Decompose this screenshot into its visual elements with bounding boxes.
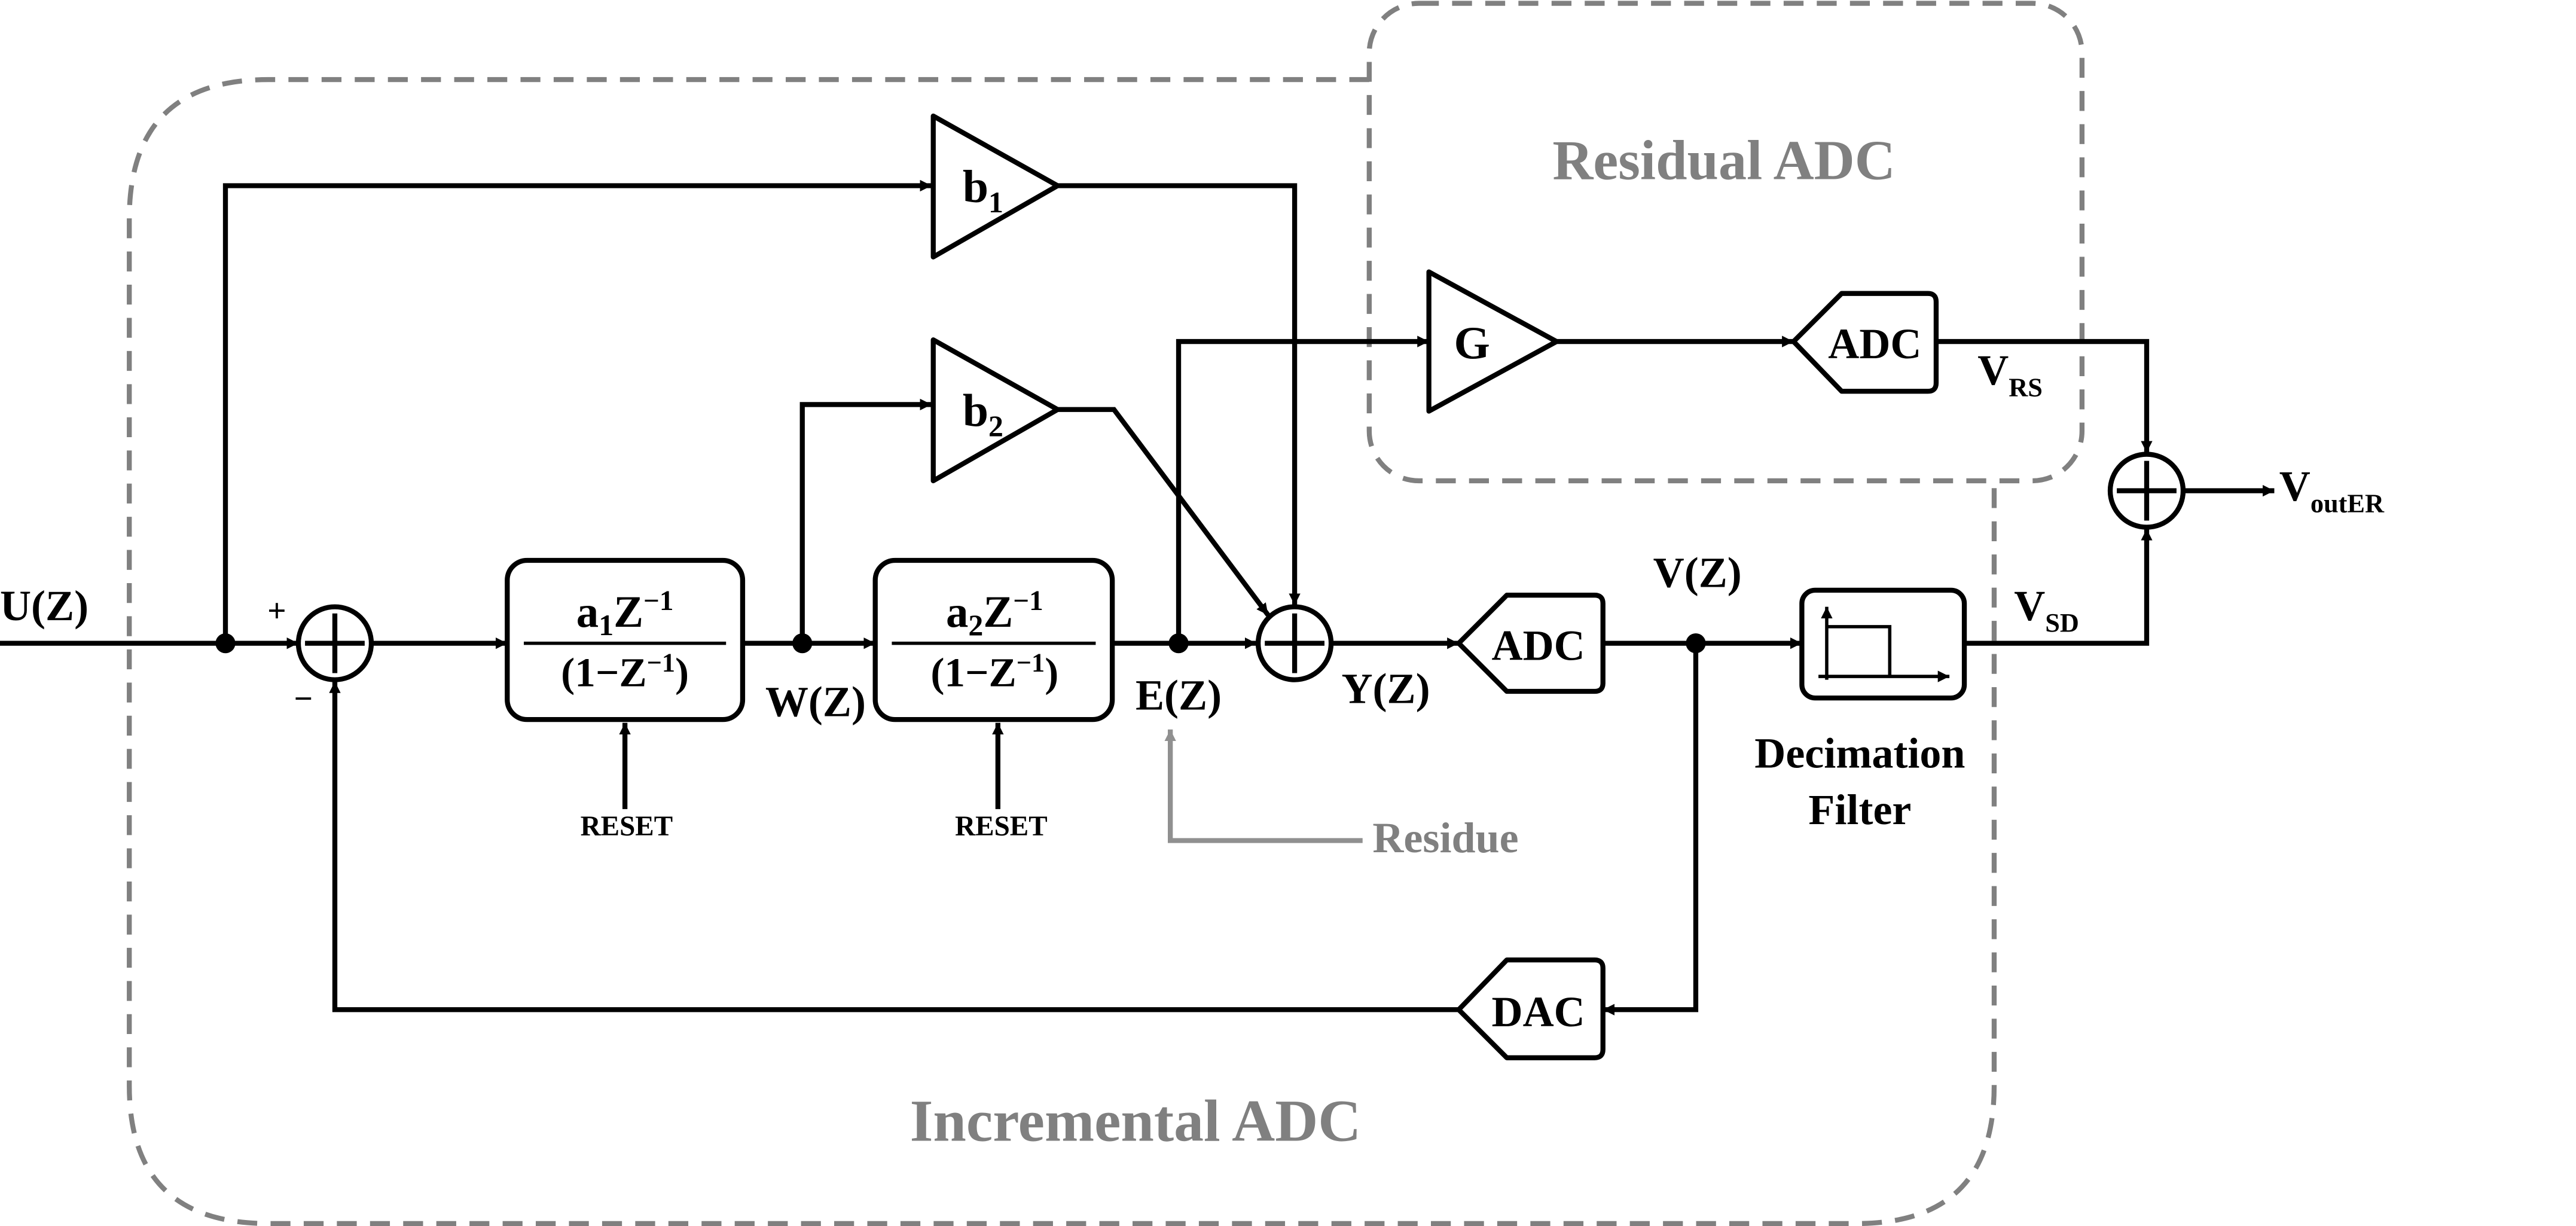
residual-adc-title: Residual ADC bbox=[1552, 129, 1895, 191]
svg-text:a1Z−1: a1Z−1 bbox=[576, 585, 674, 642]
svg-text:ADC: ADC bbox=[1828, 320, 1921, 368]
svg-text:a2Z−1: a2Z−1 bbox=[946, 585, 1043, 642]
svg-text:b2: b2 bbox=[963, 385, 1003, 443]
incremental-adc-title: Incremental ADC bbox=[910, 1087, 1362, 1154]
gain-b2: b2 bbox=[930, 337, 1060, 484]
svg-text:ADC: ADC bbox=[1492, 621, 1585, 669]
svg-text:(1−Z−1): (1−Z−1) bbox=[561, 648, 689, 696]
label-minus: − bbox=[294, 681, 313, 717]
decimation-filter bbox=[1799, 587, 1967, 701]
summing-junction-icon bbox=[2107, 452, 2186, 530]
svg-text:G: G bbox=[1454, 317, 1490, 368]
label-y: Y(Z) bbox=[1342, 664, 1430, 712]
label-vout: VoutER bbox=[2279, 462, 2385, 518]
incremental-adc-boundary bbox=[127, 77, 1997, 1226]
label-e: E(Z) bbox=[1136, 672, 1222, 719]
gain-g: G bbox=[1426, 269, 1559, 414]
integrator-2: a2Z−1 (1−Z−1) bbox=[872, 557, 1115, 722]
adc-main: ADC bbox=[1456, 593, 1606, 694]
label-vsd: VSD bbox=[2014, 582, 2079, 638]
residue-arrow bbox=[1164, 729, 1363, 843]
reset-label-2: RESET bbox=[955, 811, 1048, 842]
summing-junction-icon bbox=[1255, 604, 1334, 682]
decimation-label-2: Filter bbox=[1808, 786, 1911, 834]
junction-dots bbox=[215, 633, 1706, 654]
label-residue: Residue bbox=[1372, 814, 1518, 862]
integrator-1: a1Z−1 (1−Z−1) bbox=[505, 557, 746, 722]
signal-wires bbox=[0, 179, 2275, 1015]
dac: DAC bbox=[1456, 957, 1606, 1060]
summing-junction-icon bbox=[295, 604, 374, 682]
label-vrs: VRS bbox=[1977, 346, 2043, 402]
label-v: V(Z) bbox=[1653, 548, 1742, 596]
decimation-label-1: Decimation bbox=[1754, 730, 1965, 777]
label-plus: + bbox=[267, 593, 286, 629]
svg-text:b1: b1 bbox=[963, 161, 1003, 219]
svg-text:DAC: DAC bbox=[1492, 988, 1585, 1036]
gain-b1: b1 bbox=[930, 113, 1060, 260]
label-u: U(Z) bbox=[0, 582, 88, 630]
reset-label-1: RESET bbox=[581, 811, 673, 842]
label-w: W(Z) bbox=[765, 678, 866, 726]
adc-residual: ADC bbox=[1791, 291, 1939, 394]
residual-adc-boundary bbox=[1366, 1, 2085, 484]
lowpass-filter-icon bbox=[1818, 606, 1950, 682]
svg-text:(1−Z−1): (1−Z−1) bbox=[930, 648, 1058, 696]
